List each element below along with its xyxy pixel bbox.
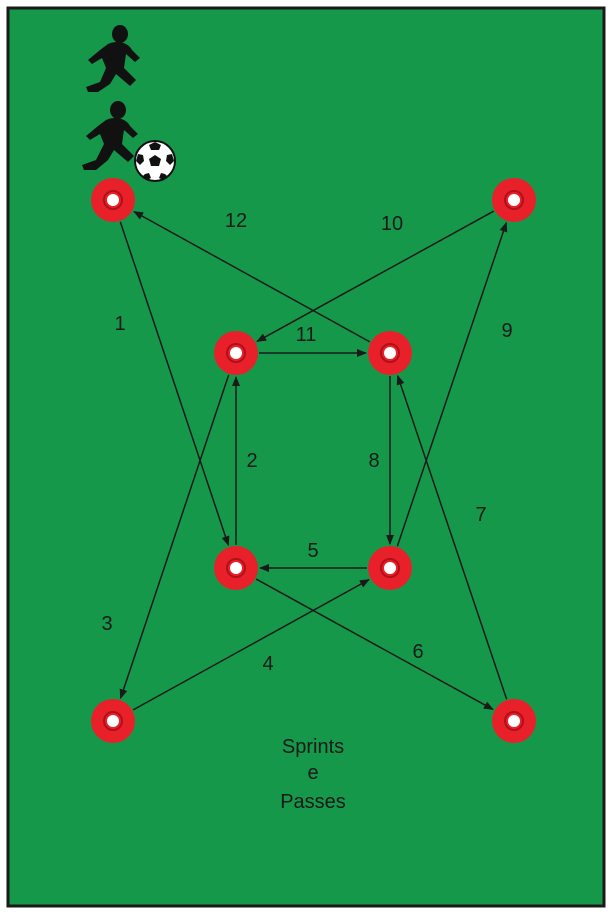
- cone-inner-bottom-right: [368, 546, 412, 590]
- arrow-label-3: 3: [101, 613, 112, 635]
- cone-top-right: [492, 178, 536, 222]
- soccer-ball-icon: [135, 141, 175, 181]
- arrow-label-10: 10: [381, 213, 403, 235]
- arrow-label-12: 12: [225, 210, 247, 232]
- cone-bottom-right: [492, 699, 536, 743]
- arrow-label-4: 4: [262, 653, 273, 675]
- cone-inner-bottom-left: [214, 546, 258, 590]
- cone-inner-top-left: [214, 331, 258, 375]
- arrow-label-1: 1: [114, 313, 125, 335]
- field: [8, 8, 604, 906]
- arrow-label-8: 8: [368, 450, 379, 472]
- arrow-label-5: 5: [307, 540, 318, 562]
- arrow-label-7: 7: [475, 504, 486, 526]
- caption-line-2: e: [307, 762, 318, 784]
- arrow-label-6: 6: [412, 641, 423, 663]
- cone-top-left: [91, 178, 135, 222]
- cone-bottom-left: [91, 699, 135, 743]
- caption-line-3: Passes: [280, 791, 346, 813]
- arrow-label-2: 2: [246, 450, 257, 472]
- caption-line-1: Sprints: [282, 736, 344, 758]
- arrow-label-9: 9: [501, 320, 512, 342]
- cone-inner-top-right: [368, 331, 412, 375]
- arrow-label-11: 11: [296, 324, 317, 346]
